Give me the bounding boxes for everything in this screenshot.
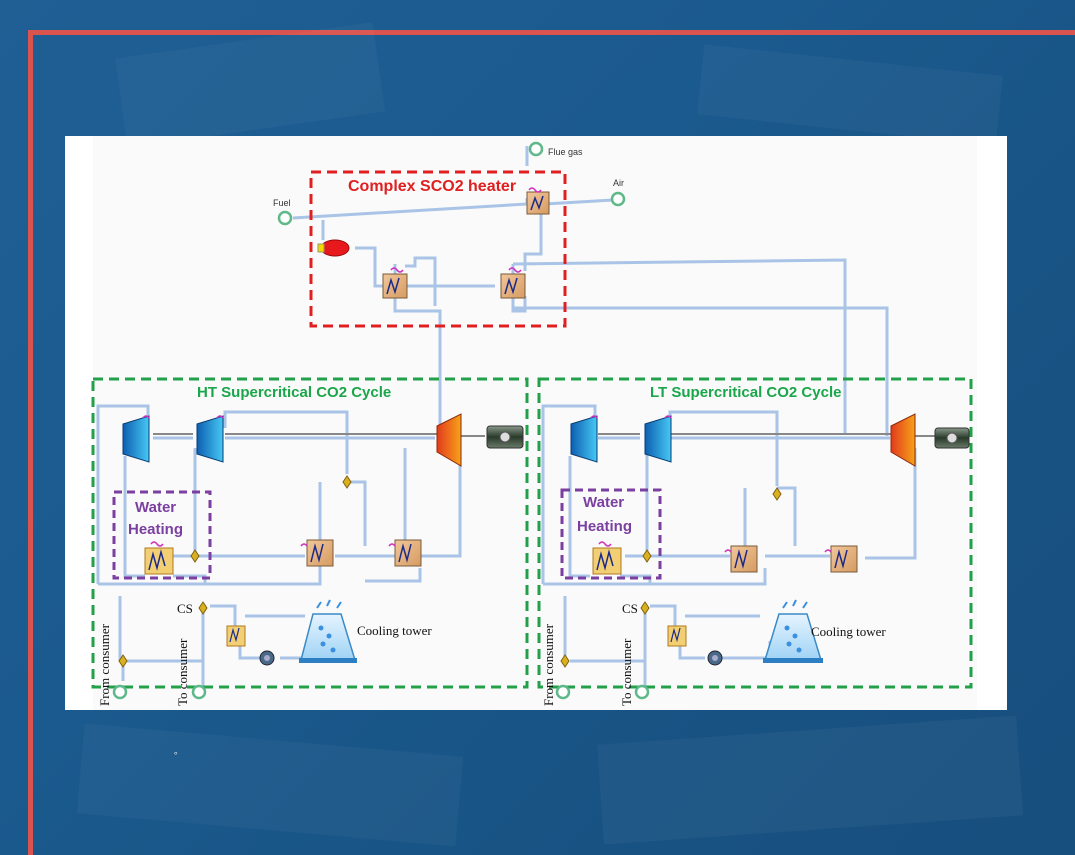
- fuel-source-icon: [277, 210, 293, 226]
- flue-gas-sink-icon: [528, 141, 544, 157]
- ht-water-heating-line1: Water: [135, 499, 176, 516]
- air-source-icon: [610, 191, 626, 207]
- lt-cs-valve-icon: [640, 601, 650, 615]
- ht-from-consumer-node-icon: [112, 684, 128, 700]
- lt-from-consumer-node-icon: [555, 684, 571, 700]
- ht-compressor-1-icon: [122, 415, 150, 463]
- lt-turbine-icon: [890, 413, 916, 467]
- lt-mixer-icon: [772, 487, 782, 501]
- air-preheater-icon: [526, 187, 550, 215]
- lt-cooling-tower-label: Cooling tower: [811, 624, 886, 639]
- lt-water-heating-region: [560, 488, 662, 580]
- ht-pump-icon: [259, 650, 275, 666]
- lt-cycle-title: LT Supercritical CO2 Cycle: [650, 384, 841, 401]
- lt-compressor-1-icon: [570, 415, 598, 463]
- ht-splitter-icon: [190, 549, 200, 563]
- ht-cooler-icon: [226, 625, 246, 647]
- lt-splitter-icon: [642, 549, 652, 563]
- lt-water-heater-icon: [592, 541, 622, 575]
- ht-recuperator-1-icon: [300, 539, 334, 567]
- ht-generator-icon: [486, 425, 524, 449]
- ht-to-consumer-label: To consumer: [175, 638, 190, 706]
- lt-generator-icon: [934, 427, 970, 449]
- lt-cooling-tower-icon: [763, 599, 823, 663]
- footnote: 。: [174, 746, 184, 756]
- lt-from-consumer-label: From consumer: [541, 623, 556, 706]
- lt-recuperator-2-icon: [824, 545, 858, 573]
- ht-cooling-tower-label: Cooling tower: [357, 623, 432, 638]
- lt-to-consumer-node-icon: [634, 684, 650, 700]
- lt-cs-label: CS: [622, 601, 638, 616]
- ht-mixer-icon: [342, 475, 352, 489]
- lt-to-consumer-label: To consumer: [619, 638, 634, 706]
- ht-from-consumer-label: From consumer: [97, 623, 112, 706]
- ht-cooling-tower-icon: [299, 599, 357, 663]
- slide-frame: [28, 30, 1075, 855]
- air-label: Air: [613, 178, 624, 188]
- ht-cs-label: CS: [177, 601, 193, 616]
- ht-cs-valve-icon: [198, 601, 208, 615]
- ht-consumer-mixer-icon: [118, 654, 128, 668]
- lt-recuperator-1-icon: [724, 545, 758, 573]
- lt-water-heating-line1: Water: [583, 494, 624, 511]
- flue-gas-label: Flue gas: [548, 147, 583, 157]
- ht-cycle-title: HT Supercritical CO2 Cycle: [197, 384, 391, 401]
- lt-cooler-icon: [667, 625, 687, 647]
- lt-pump-icon: [707, 650, 723, 666]
- ht-compressor-2-icon: [196, 415, 224, 463]
- shafts: [153, 433, 935, 437]
- fuel-label: Fuel: [273, 198, 291, 208]
- lt-consumer-mixer-icon: [560, 654, 570, 668]
- lt-water-heating-line2: Heating: [577, 518, 632, 535]
- heater-title: Complex SCO2 heater: [348, 178, 516, 195]
- lt-compressor-2-icon: [644, 415, 672, 463]
- ht-cycle-region: [91, 377, 529, 689]
- lt-cycle-region: [537, 377, 973, 689]
- ht-water-heating-line2: Heating: [128, 521, 183, 538]
- ht-turbine-icon: [436, 413, 462, 467]
- ht-recuperator-2-icon: [388, 539, 422, 567]
- ht-to-consumer-node-icon: [191, 684, 207, 700]
- process-diagram: Complex SCO2 heater HT Supercritical CO2…: [65, 136, 1007, 710]
- heater-exchanger-1-icon: [382, 267, 408, 299]
- combustor-icon: [317, 239, 350, 257]
- ht-water-heater-icon: [144, 541, 174, 575]
- heater-exchanger-2-icon: [500, 267, 526, 299]
- heater-region: [309, 170, 567, 328]
